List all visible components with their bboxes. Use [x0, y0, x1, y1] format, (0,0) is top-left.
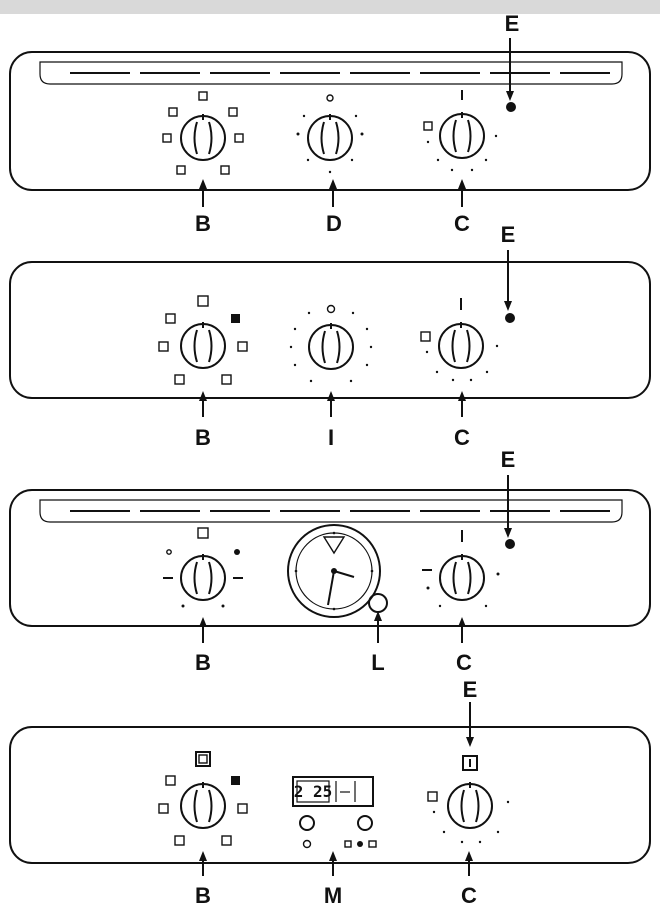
clock-icon	[302, 839, 312, 849]
panel-3: B L C E	[9, 447, 651, 675]
panel-3-knob-c[interactable]	[422, 530, 500, 608]
panel-1-display-strip	[39, 61, 623, 85]
panel-4-label-e: E	[463, 677, 478, 702]
panel-1-frame	[9, 51, 651, 191]
panel-4-knob-c[interactable]	[427, 755, 510, 844]
panel-4-knob-b[interactable]	[158, 751, 248, 846]
panel-2-knob-i[interactable]	[289, 304, 373, 383]
panel-2-knob-b[interactable]	[158, 295, 248, 385]
panel-4-programmer-knob-right[interactable]	[357, 815, 373, 831]
panel-2-label-i: I	[328, 425, 334, 450]
panel-3-label-l: L	[371, 650, 384, 675]
panel-3-display-strip	[39, 499, 623, 523]
panel-4-label-m: M	[324, 883, 342, 908]
panel-4-frame	[9, 726, 651, 864]
panel-3-label-b: B	[195, 650, 211, 675]
panel-4-display-digits-box	[296, 780, 330, 803]
panel-3-label-c: C	[456, 650, 472, 675]
panel-1-label-c: C	[454, 211, 470, 236]
panel-3-label-e: E	[501, 447, 516, 472]
panel-2-frame	[9, 261, 651, 399]
bell-icon	[357, 841, 363, 847]
panel-4-label-c: C	[461, 883, 477, 908]
panel-3-frame	[9, 489, 651, 627]
panel-4-display-digits: 2 25	[294, 782, 333, 801]
panel-3-indicator-lamp	[505, 539, 515, 549]
panel-2-label-c: C	[454, 425, 470, 450]
panel-4-programmer-knob-left[interactable]	[299, 815, 315, 831]
panel-1-label-d: D	[326, 211, 342, 236]
panel-4-label-b: B	[195, 883, 211, 908]
panel-2: B I C E	[9, 222, 651, 450]
oven-icon	[344, 840, 352, 848]
panel-3-clock-reset-button[interactable]	[368, 593, 388, 613]
panel-1: B D C E	[9, 11, 651, 236]
panel-3-analog-clock[interactable]	[287, 524, 381, 618]
panel-4: 2 25 B	[9, 677, 651, 908]
panel-2-label-e: E	[501, 222, 516, 247]
panel-1-label-e: E	[505, 11, 520, 36]
panel-2-indicator-lamp	[505, 313, 515, 323]
panel-1-indicator-lamp	[506, 102, 516, 112]
panel-2-label-b: B	[195, 425, 211, 450]
panel-1-label-b: B	[195, 211, 211, 236]
end-icon	[368, 840, 377, 848]
panel-4-display-window	[292, 776, 374, 807]
panel-4-digital-programmer[interactable]: 2 25	[292, 776, 377, 849]
panel-2-knob-c[interactable]	[420, 298, 499, 382]
panel-3-knob-b[interactable]	[163, 527, 243, 608]
panel-1-knob-b[interactable]	[162, 91, 244, 175]
panel-1-knob-c[interactable]	[423, 90, 498, 172]
top-bar	[0, 0, 660, 14]
panel-1-knob-d[interactable]	[296, 94, 364, 174]
